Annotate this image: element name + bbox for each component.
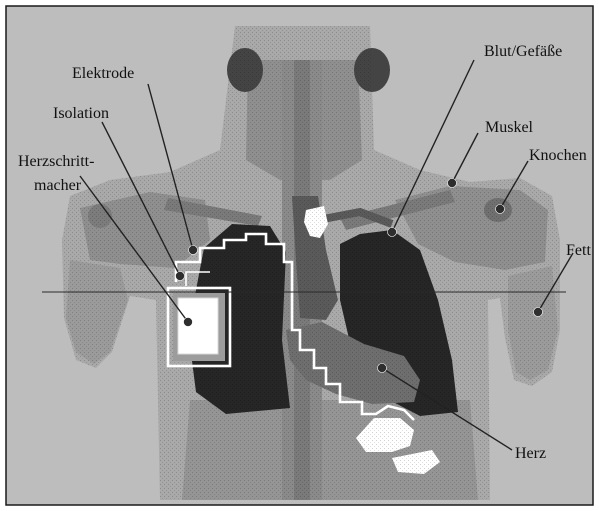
dot-herz bbox=[378, 364, 387, 373]
label-herz: Herz bbox=[515, 445, 546, 462]
label-knochen: Knochen bbox=[529, 147, 587, 164]
dot-elektrode bbox=[189, 246, 198, 255]
label-elektrode: Elektrode bbox=[72, 65, 134, 82]
label-herzschrittmacher-line2: macher bbox=[34, 177, 82, 194]
dot-herzschrittmacher bbox=[184, 318, 193, 327]
dot-isolation bbox=[176, 272, 185, 281]
label-blut-gefaesse: Blut/Gefäße bbox=[484, 43, 562, 60]
pacemaker-body bbox=[178, 298, 218, 354]
dot-knochen bbox=[496, 205, 505, 214]
label-fett: Fett bbox=[566, 242, 591, 259]
dot-fett bbox=[534, 308, 543, 317]
label-herzschrittmacher-line1: Herzschritt- bbox=[18, 153, 94, 170]
dot-muskel bbox=[448, 179, 457, 188]
label-muskel: Muskel bbox=[485, 119, 534, 136]
label-isolation: Isolation bbox=[53, 105, 109, 122]
dot-blut-gefaesse bbox=[388, 228, 397, 237]
